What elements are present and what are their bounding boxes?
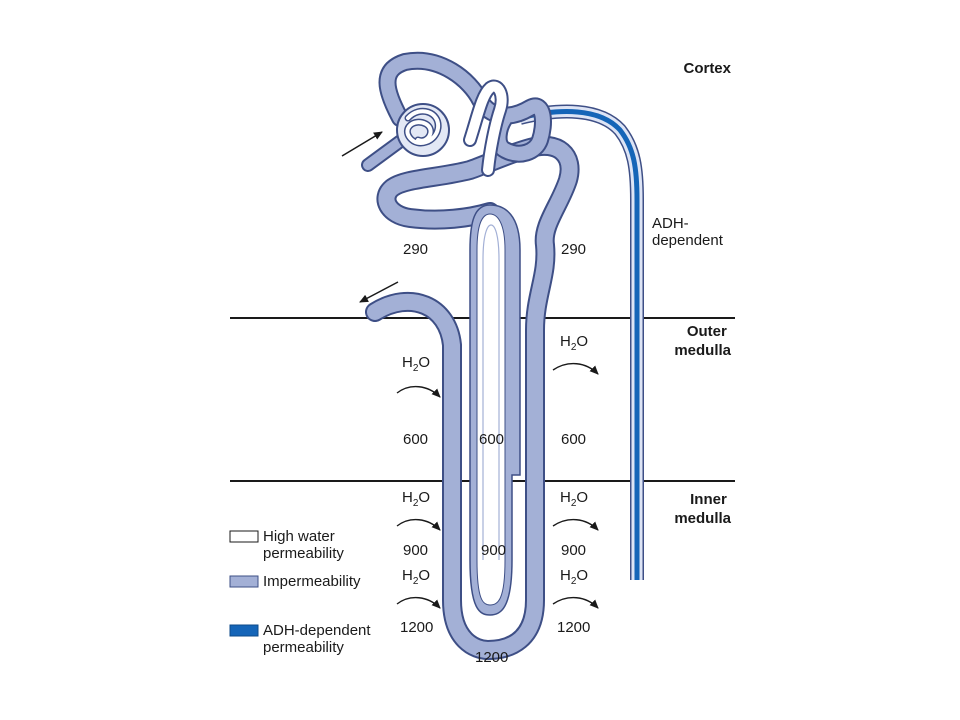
proximal-convolution (378, 51, 552, 177)
region-label-outer-medulla: Outer medulla (674, 323, 731, 359)
osmolarity-outer-right: 600 (561, 431, 586, 448)
legend-swatch-high-water (229, 530, 259, 543)
water-arrow-icon (396, 519, 441, 531)
osmolarity-outer-left: 600 (403, 431, 428, 448)
loop-of-henle (365, 135, 580, 660)
osmolarity-cortex-left: 290 (403, 241, 428, 258)
water-label: H2O (402, 567, 430, 587)
water-label: H2O (560, 489, 588, 509)
water-arrow-icon (552, 519, 599, 531)
collecting-duct (518, 104, 644, 580)
region-label-cortex: Cortex (683, 60, 731, 77)
legend-label-high-water: High water permeability (263, 528, 344, 562)
legend: High water permeability Impermeability A… (229, 528, 375, 656)
water-arrow-icon (552, 363, 599, 375)
osmolarity-inner-right: 900 (561, 542, 586, 559)
inflow-arrow-icon (341, 131, 383, 157)
osmolarity-inner-center: 900 (481, 542, 506, 559)
water-arrow-icon (552, 597, 599, 609)
water-label: H2O (402, 354, 430, 374)
glomerulus (361, 103, 450, 172)
osmolarity-outer-center: 600 (479, 431, 504, 448)
water-label: H2O (560, 567, 588, 587)
osmolarity-cortex-right: 290 (561, 241, 586, 258)
osmolarity-bottom: 1200 (475, 649, 508, 666)
legend-label-impermeability: Impermeability (263, 573, 361, 590)
water-arrows (396, 363, 599, 609)
water-arrow-icon (396, 597, 441, 609)
osmolarity-deep-right: 1200 (557, 619, 590, 636)
water-label: H2O (560, 333, 588, 353)
osmolarity-inner-left: 900 (403, 542, 428, 559)
legend-swatch-adh-dependent (229, 624, 259, 637)
water-arrow-icon (396, 386, 441, 398)
thin-limb (469, 204, 521, 616)
legend-label-adh-dependent: ADH-dependent permeability (263, 622, 375, 656)
water-label: H2O (402, 489, 430, 509)
outflow-arrow-icon (359, 281, 399, 303)
legend-swatch-impermeability (229, 575, 259, 588)
osmolarity-deep-left: 1200 (400, 619, 433, 636)
region-label-inner-medulla: Inner medulla (674, 491, 731, 527)
adh-dependent-label: ADH- dependent (652, 215, 724, 249)
